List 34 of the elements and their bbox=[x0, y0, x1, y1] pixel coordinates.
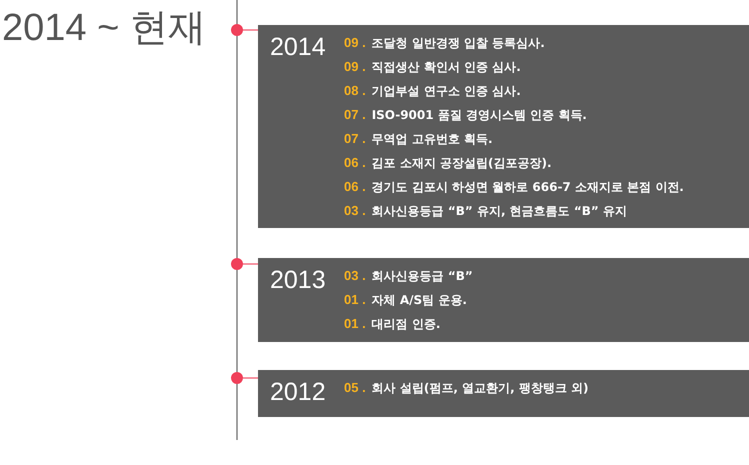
year-panel bbox=[258, 370, 749, 417]
event-text: 조달청 일반경쟁 입찰 등록심사. bbox=[372, 36, 545, 50]
event-text: 김포 소재지 공장설립(김포공장). bbox=[372, 156, 552, 170]
year-panel bbox=[258, 258, 749, 342]
month-label: 06 . bbox=[344, 179, 366, 194]
event-text: 회사신용등급 “B” bbox=[372, 269, 473, 283]
timeline-title: 2014 ~ 현재 bbox=[2, 6, 206, 51]
month-label: 09 . bbox=[344, 35, 366, 50]
month-label: 08 . bbox=[344, 83, 366, 98]
timeline-dot bbox=[231, 372, 243, 384]
year-panel bbox=[258, 25, 749, 228]
event-text: 무역업 고유번호 획득. bbox=[372, 132, 493, 146]
year-label: 2012 bbox=[270, 378, 326, 407]
month-label: 01 . bbox=[344, 316, 366, 331]
month-label: 06 . bbox=[344, 155, 366, 170]
event-text: 경기도 김포시 하성면 월하로 666-7 소재지로 본점 이전. bbox=[372, 180, 684, 194]
month-label: 01 . bbox=[344, 292, 366, 307]
month-label: 03 . bbox=[344, 203, 366, 218]
year-label: 2014 bbox=[270, 33, 326, 62]
event-text: 회사 설립(펌프, 열교환기, 팽창탱크 외) bbox=[372, 381, 588, 395]
timeline-dot bbox=[231, 258, 243, 270]
timeline-dot bbox=[231, 24, 243, 36]
event-text: 기업부설 연구소 인증 심사. bbox=[372, 84, 521, 98]
month-label: 05 . bbox=[344, 380, 366, 395]
year-label: 2013 bbox=[270, 266, 326, 295]
event-text: 직접생산 확인서 인증 심사. bbox=[372, 60, 521, 74]
event-text: ISO-9001 품질 경영시스템 인증 획득. bbox=[372, 108, 587, 122]
event-text: 회사신용등급 “B” 유지, 현금흐름도 “B” 유지 bbox=[372, 204, 627, 218]
event-text: 대리점 인증. bbox=[372, 317, 440, 331]
month-label: 09 . bbox=[344, 59, 366, 74]
month-label: 03 . bbox=[344, 268, 366, 283]
event-text: 자체 A/S팀 운용. bbox=[372, 293, 467, 307]
month-label: 07 . bbox=[344, 131, 366, 146]
month-label: 07 . bbox=[344, 107, 366, 122]
